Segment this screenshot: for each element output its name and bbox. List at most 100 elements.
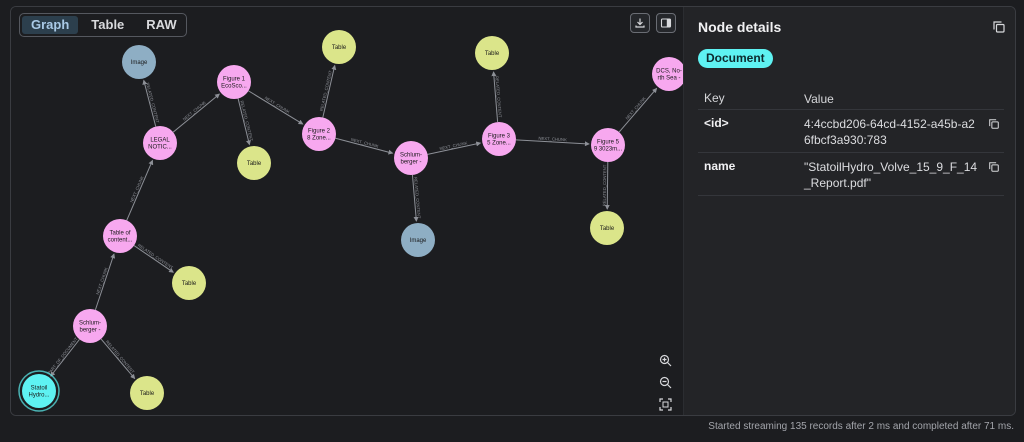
node-caption: berger - [79,328,100,334]
node-circle[interactable] [130,376,164,410]
label-badge[interactable]: Document [698,49,773,68]
relationship-edge[interactable] [618,87,658,133]
relationship-edge[interactable] [335,137,394,155]
node-circle[interactable] [394,141,428,175]
chunk-node[interactable]: DCS, No-rth Sea - [652,57,683,91]
node-caption: Table [140,391,155,397]
chunk-node[interactable]: Schlum-berger - [73,309,107,343]
node-circle[interactable] [590,211,624,245]
node-circle[interactable] [172,266,206,300]
node-circle[interactable] [652,57,683,91]
node-circle[interactable] [475,36,509,70]
copy-icon[interactable] [988,118,1000,130]
edge-label: RELATED_CONTENT [105,339,136,374]
node-caption: 8 Zone... [307,136,331,142]
download-button[interactable] [630,13,650,33]
relationship-edge[interactable] [50,339,80,377]
image-node[interactable]: Image [401,223,435,257]
zoom-out-icon [659,376,671,388]
node-caption: Image [131,60,148,66]
edges-layer: PART_OF_DOCUMENT RELATED_CONTENT NEXT_CHUN… [47,64,658,380]
node-caption: rth Sea - [657,76,680,82]
copy-icon[interactable] [992,20,1006,34]
chunk-node[interactable]: Figure 1EcoSco... [217,65,251,99]
zoom-in-button[interactable] [656,351,674,369]
side-panel-icon [660,18,672,28]
node-circle[interactable] [122,45,156,79]
edge-label: RELATED_CONTENT [145,82,160,124]
node-circle[interactable] [401,223,435,257]
node-caption: content... [108,238,133,244]
table-node[interactable]: Table [237,146,271,180]
node-circle[interactable] [103,219,137,253]
node-caption: 9 3023m... [594,147,623,153]
relationship-edge[interactable] [126,159,154,221]
property-row: name "StatoilHydro_Volve_15_9_F_14_Repor… [698,152,1004,196]
relationship-edge[interactable] [94,253,116,311]
node-circle[interactable] [482,122,516,156]
node-caption: Figure 5 [597,140,620,146]
node-circle[interactable] [591,128,625,162]
node-caption: Statoil [31,386,48,392]
node-circle[interactable] [322,30,356,64]
relationship-edge[interactable] [172,93,220,133]
relationship-edge[interactable] [411,174,419,222]
relationship-edge[interactable] [237,98,251,146]
relationship-edge[interactable] [142,79,157,127]
relationship-edge[interactable] [491,71,499,123]
node-circle[interactable] [73,309,107,343]
table-node[interactable]: Table [590,211,624,245]
properties-header: Key Value [698,87,1004,109]
details-title: Node details [698,19,782,35]
node-caption: Table of [109,231,130,237]
node-details-panel: Node details Document Key Value <id> 4:4… [683,7,1015,415]
relationship-edge[interactable] [133,245,174,273]
relationship-edge[interactable] [322,64,337,118]
node-circle[interactable] [302,117,336,151]
table-node[interactable]: Table [130,376,164,410]
table-node[interactable]: Table [172,266,206,300]
tab-raw[interactable]: RAW [146,17,177,32]
copy-icon[interactable] [988,161,1000,173]
relationship-edge[interactable] [100,338,136,380]
node-circle[interactable] [22,374,56,408]
edge-label: PART_OF_DOCUMENT [47,336,79,375]
chunk-node[interactable]: Figure 35 Zone... [482,122,516,156]
table-node[interactable]: Table [322,30,356,64]
chunk-node[interactable]: Schlum-berger - [394,141,428,175]
nodes-layer: StatoilHydro...Schlum-berger -TableTable… [18,30,683,412]
edge-label: RELATED_CONTENT [494,76,502,118]
relationship-edge[interactable] [604,161,610,210]
property-key: <id> [704,116,729,130]
zoom-out-button[interactable] [656,373,674,391]
fit-view-button[interactable] [656,395,674,413]
result-frame: Graph Table RAW PART_OF_DOCUMENT RELATED_… [10,6,1016,416]
edge-label: NEXT_CHUNK [264,95,291,114]
document-node[interactable]: StatoilHydro... [18,370,60,412]
node-caption: Image [410,238,427,244]
node-circle[interactable] [143,126,177,160]
chunk-node[interactable]: Figure 59 3023m... [591,128,625,162]
table-node[interactable]: Table [475,36,509,70]
chunk-node[interactable]: Figure 28 Zone... [302,117,336,151]
relationship-edge[interactable] [248,90,304,125]
relationship-edge[interactable] [427,141,482,155]
chunk-node[interactable]: LEGALNOTIC... [143,126,177,160]
fit-view-icon [658,397,672,411]
selection-ring [18,370,60,412]
graph-svg[interactable]: PART_OF_DOCUMENT RELATED_CONTENT NEXT_CHUN… [11,7,683,415]
node-circle[interactable] [237,146,271,180]
node-circle[interactable] [217,65,251,99]
node-caption: Hydro... [28,393,49,399]
graph-canvas[interactable]: Graph Table RAW PART_OF_DOCUMENT RELATED_… [11,7,683,415]
tab-table[interactable]: Table [91,17,125,32]
image-node[interactable]: Image [122,45,156,79]
tab-graph[interactable]: Graph [22,16,79,34]
edge-label: NEXT_CHUNK [624,96,646,121]
node-caption: 5 Zone... [487,141,511,147]
relationship-edge[interactable] [515,139,590,147]
node-caption: Table [600,226,615,232]
view-tabs: Graph Table RAW [19,13,187,37]
toggle-panel-button[interactable] [656,13,676,33]
chunk-node[interactable]: Table ofcontent... [103,219,137,253]
